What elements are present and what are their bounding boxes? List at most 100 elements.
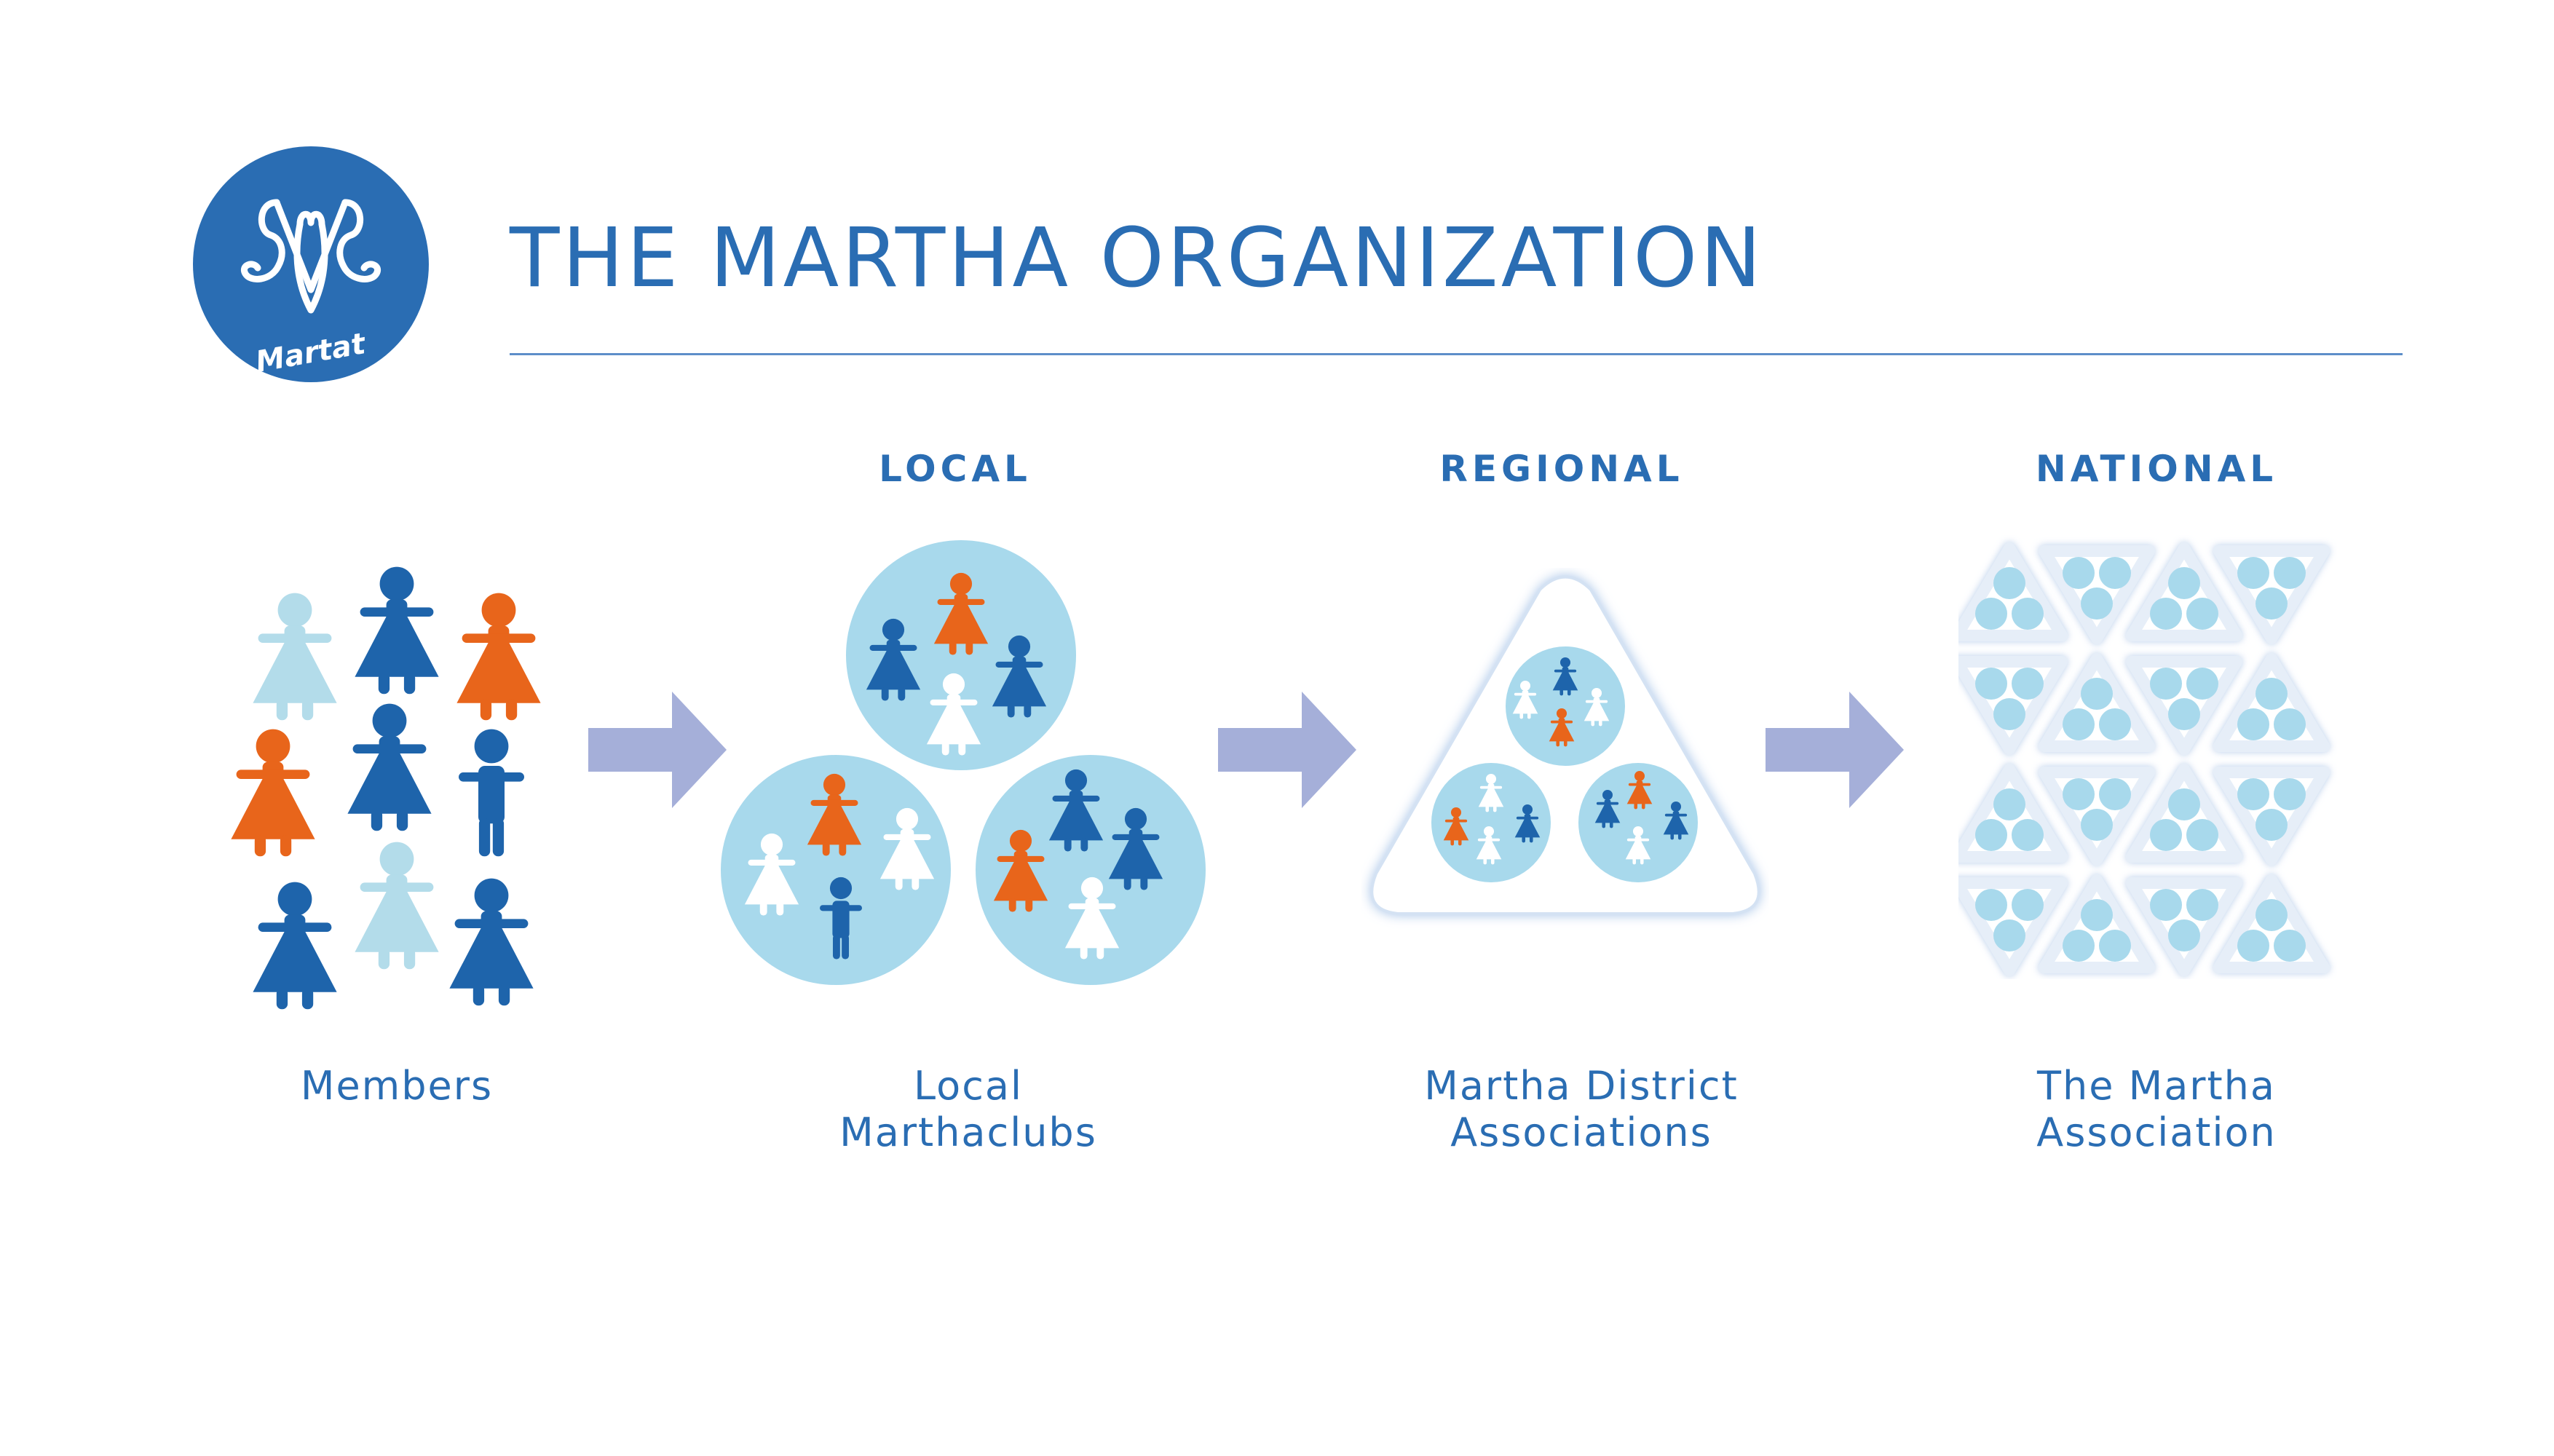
woman-figure-icon (1512, 680, 1538, 719)
woman-figure-icon (1476, 826, 1502, 865)
club-dot (2081, 587, 2113, 620)
woman-figure-icon (1625, 826, 1651, 865)
arrow-local-to-regional (1218, 692, 1356, 808)
woman-figure-icon (1594, 789, 1621, 828)
members-figures-group (231, 566, 541, 1010)
club-dot (2063, 778, 2095, 810)
district-associations-group (1370, 575, 1760, 915)
club-dot (2099, 557, 2131, 589)
club-dot (2081, 809, 2113, 841)
district-club-circle (1431, 763, 1551, 882)
association-triangle (1958, 764, 2068, 863)
club-dot (2255, 678, 2288, 710)
club-dot (2237, 778, 2269, 810)
woman-figure-icon (355, 566, 439, 695)
club-dot (2186, 598, 2218, 630)
association-triangle (1958, 656, 2068, 755)
woman-figure-icon (807, 773, 862, 856)
club-dot (2255, 809, 2288, 841)
caption-national-line-1: The Martha (2037, 1063, 2276, 1109)
martha-association-group (1958, 542, 2330, 976)
association-triangle (2126, 656, 2242, 755)
club-dot (2099, 930, 2131, 962)
caption-national: The Martha Association (1865, 1063, 2448, 1156)
level-label-regional: REGIONAL (1439, 448, 1684, 490)
association-triangle (2039, 545, 2155, 644)
association-triangle (2039, 767, 2155, 866)
club-dot (2099, 778, 2131, 810)
club-dot (2186, 889, 2218, 921)
club-dot (2274, 778, 2306, 810)
association-triangle (2213, 545, 2330, 644)
woman-figure-icon (1064, 877, 1120, 960)
club-dot (1993, 919, 2025, 951)
club-dot (2237, 708, 2269, 740)
page-title: THE MARTHA ORGANIZATION (510, 211, 1764, 306)
woman-figure-icon (1549, 708, 1575, 747)
woman-figure-icon (231, 729, 315, 857)
association-triangle (2126, 764, 2242, 863)
caption-members: Members (106, 1063, 688, 1109)
level-label-national: NATIONAL (2035, 448, 2278, 490)
club-dot (2168, 698, 2200, 730)
arrow-regional-to-national (1766, 692, 1904, 808)
woman-figure-icon (933, 572, 989, 655)
level-label-local: LOCAL (879, 448, 1032, 490)
club-dot (2063, 930, 2095, 962)
woman-figure-icon (253, 882, 337, 1010)
woman-figure-icon (1108, 807, 1163, 890)
club-dot (2255, 899, 2288, 931)
woman-figure-icon (1048, 769, 1104, 852)
association-triangle (1958, 542, 2068, 641)
woman-figure-icon (744, 833, 799, 916)
club-dot (2081, 678, 2113, 710)
club-dot (1993, 698, 2025, 730)
club-dot (2150, 819, 2182, 851)
woman-figure-icon (1663, 801, 1689, 840)
club-dot (2274, 930, 2306, 962)
club-dot (2081, 899, 2113, 931)
club-dot (1993, 567, 2025, 599)
association-triangle (2039, 874, 2155, 973)
woman-figure-icon (1552, 657, 1578, 696)
m-monogram-icon (241, 199, 381, 314)
woman-figure-icon (926, 673, 981, 756)
caption-regional-line-2: Associations (1450, 1109, 1712, 1155)
club-dot (2063, 708, 2095, 740)
club-dot (2099, 708, 2131, 740)
district-club-circle (1506, 646, 1625, 766)
man-figure-icon (820, 877, 862, 960)
club-dot (2012, 819, 2044, 851)
club-dot (2150, 668, 2182, 700)
club-dot (2012, 598, 2044, 630)
caption-local: Local Marthaclubs (677, 1063, 1260, 1156)
arrow-members-to-local (588, 692, 727, 808)
association-triangle (2213, 874, 2330, 973)
caption-regional-line-1: Martha District (1424, 1063, 1739, 1109)
woman-figure-icon (992, 635, 1047, 718)
association-triangle (1958, 877, 2068, 976)
association-triangle (2213, 653, 2330, 752)
club-dot (2168, 567, 2200, 599)
club-dot (2255, 587, 2288, 620)
caption-regional: Martha District Associations (1290, 1063, 1873, 1156)
association-triangle (2126, 877, 2242, 976)
club-dot (2012, 668, 2044, 700)
association-triangle (2039, 653, 2155, 752)
club-dot (2063, 557, 2095, 589)
club-dot (2186, 668, 2218, 700)
man-figure-icon (459, 729, 524, 857)
caption-members-line-1: Members (300, 1063, 494, 1109)
title-divider (510, 353, 2403, 355)
club-dot (2274, 708, 2306, 740)
woman-figure-icon (1626, 770, 1653, 810)
local-club-circle (721, 755, 951, 985)
association-triangle (2126, 542, 2242, 641)
club-dot (2274, 557, 2306, 589)
woman-figure-icon (1443, 807, 1469, 846)
woman-figure-icon (866, 618, 921, 701)
caption-local-line-1: Local (914, 1063, 1023, 1109)
woman-figure-icon (347, 703, 432, 831)
club-dot (2237, 557, 2269, 589)
